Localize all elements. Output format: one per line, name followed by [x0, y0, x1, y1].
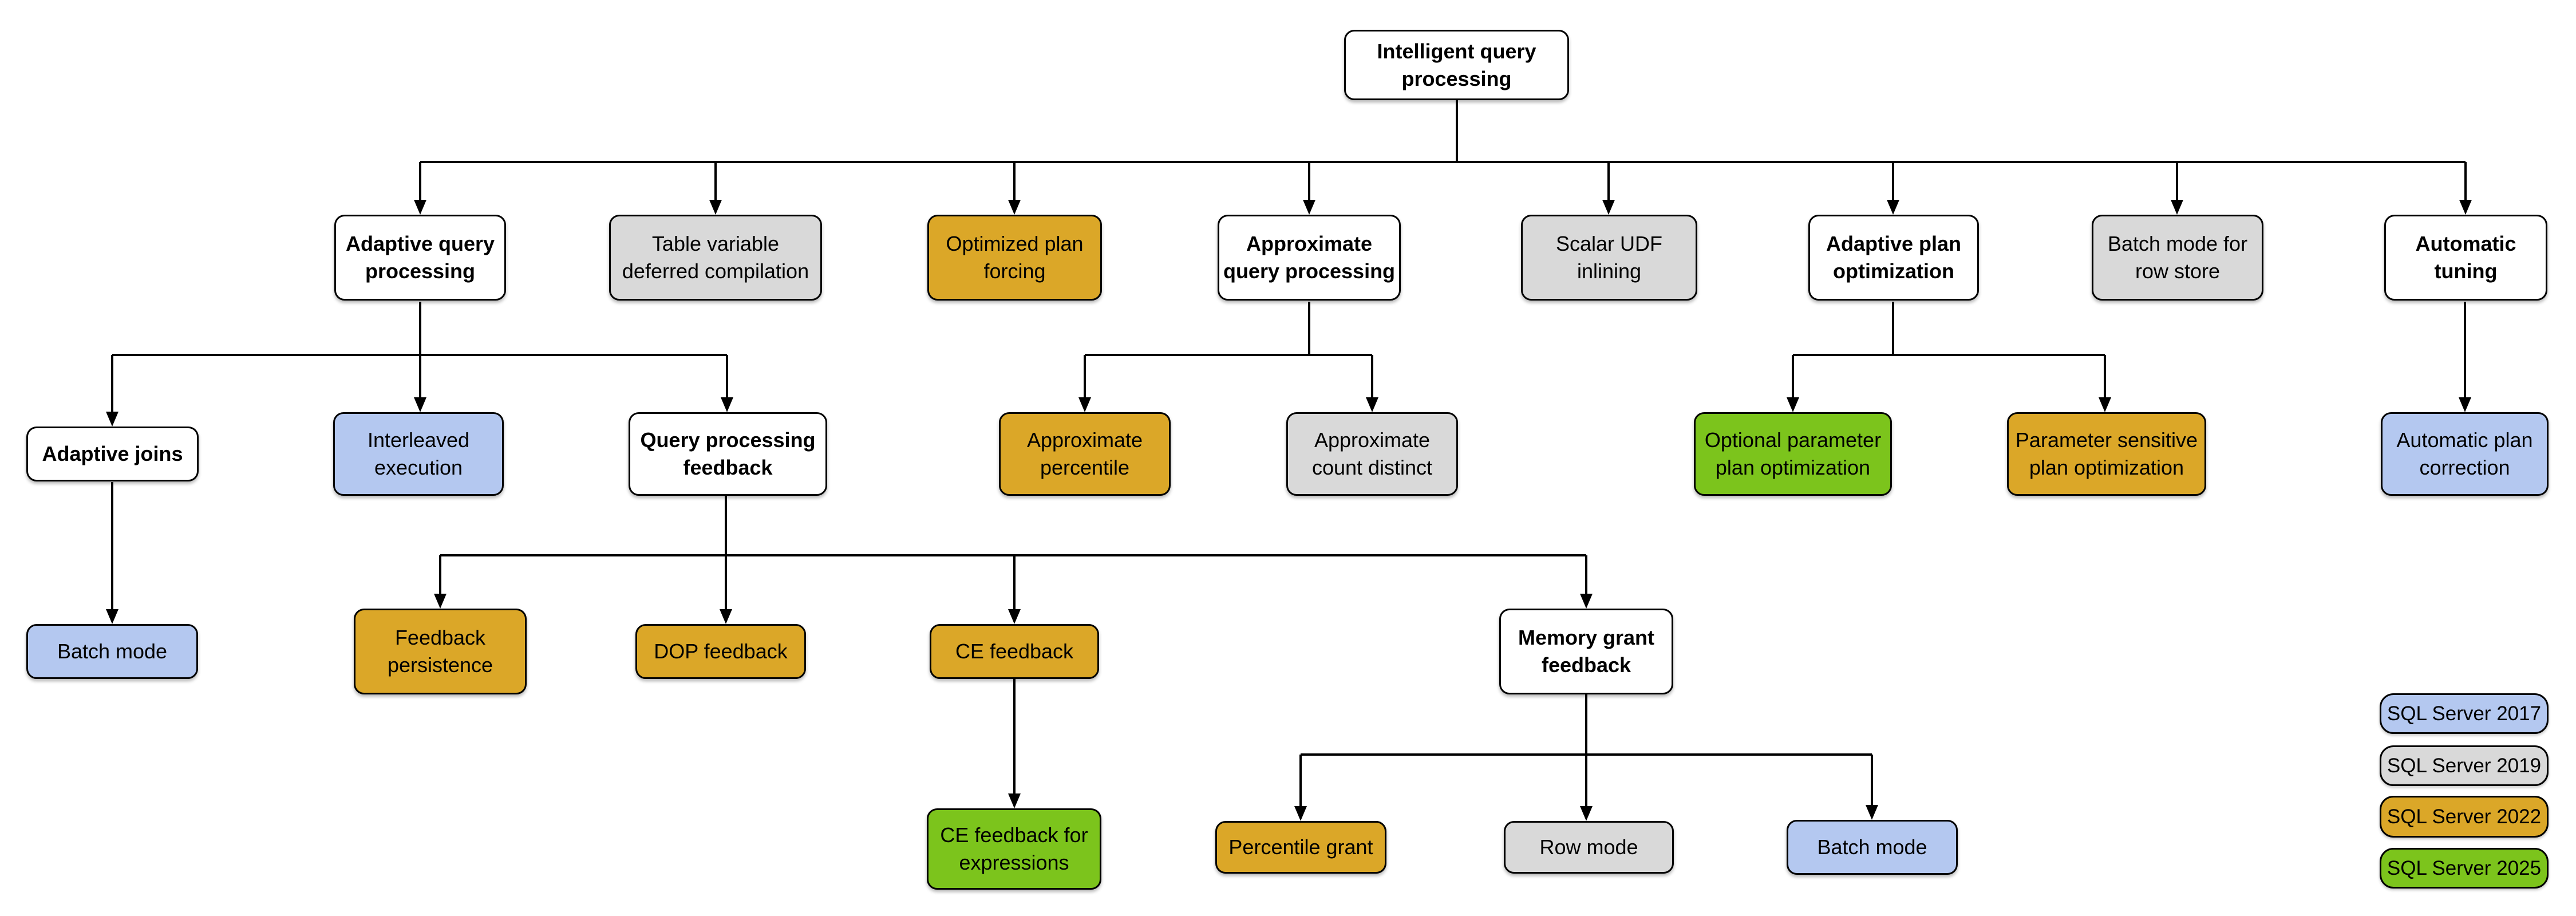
node-batch-mode-adaptive-joins: Batch mode — [26, 624, 198, 679]
node-table-variable-deferred-compilation: Table variable deferred compilation — [609, 215, 822, 301]
node-automatic-plan-correction: Automatic plan correction — [2381, 412, 2549, 496]
node-batch-mode-memory-grant: Batch mode — [1787, 820, 1958, 875]
node-dop-feedback: DOP feedback — [635, 624, 806, 679]
node-scalar-udf-inlining: Scalar UDF inlining — [1521, 215, 1697, 301]
node-adaptive-joins: Adaptive joins — [26, 427, 199, 481]
node-row-mode: Row mode — [1504, 821, 1674, 874]
node-adaptive-query-processing: Adaptive query processing — [334, 215, 506, 301]
node-parameter-sensitive-plan-optimization: Parameter sensitive plan optimization — [2007, 412, 2206, 496]
legend-item-sql-server-2019: SQL Server 2019 — [2380, 745, 2549, 786]
node-batch-mode-for-row-store: Batch mode for row store — [2092, 215, 2263, 301]
node-adaptive-plan-optimization: Adaptive plan optimization — [1808, 215, 1979, 301]
node-query-processing-feedback: Query processing feedback — [629, 412, 827, 496]
node-approximate-count-distinct: Approximate count distinct — [1286, 412, 1458, 496]
node-optimized-plan-forcing: Optimized plan forcing — [927, 215, 1102, 301]
node-feedback-persistence: Feedback persistence — [354, 609, 527, 694]
node-approximate-percentile: Approximate percentile — [999, 412, 1171, 496]
node-automatic-tuning: Automatic tuning — [2384, 215, 2547, 301]
node-ce-feedback-for-expressions: CE feedback for expressions — [927, 808, 1101, 890]
node-ce-feedback: CE feedback — [930, 624, 1099, 679]
node-memory-grant-feedback: Memory grant feedback — [1499, 609, 1673, 694]
node-percentile-grant: Percentile grant — [1215, 821, 1386, 874]
node-approximate-query-processing: Approximate query processing — [1218, 215, 1401, 301]
legend-item-sql-server-2022: SQL Server 2022 — [2380, 796, 2549, 838]
node-optional-parameter-plan-optimization: Optional parameter plan optimization — [1694, 412, 1892, 496]
legend-item-sql-server-2017: SQL Server 2017 — [2380, 693, 2549, 734]
node-interleaved-execution: Interleaved execution — [333, 412, 504, 496]
node-intelligent-query-processing: Intelligent query processing — [1344, 30, 1569, 100]
legend-item-sql-server-2025: SQL Server 2025 — [2380, 848, 2549, 889]
